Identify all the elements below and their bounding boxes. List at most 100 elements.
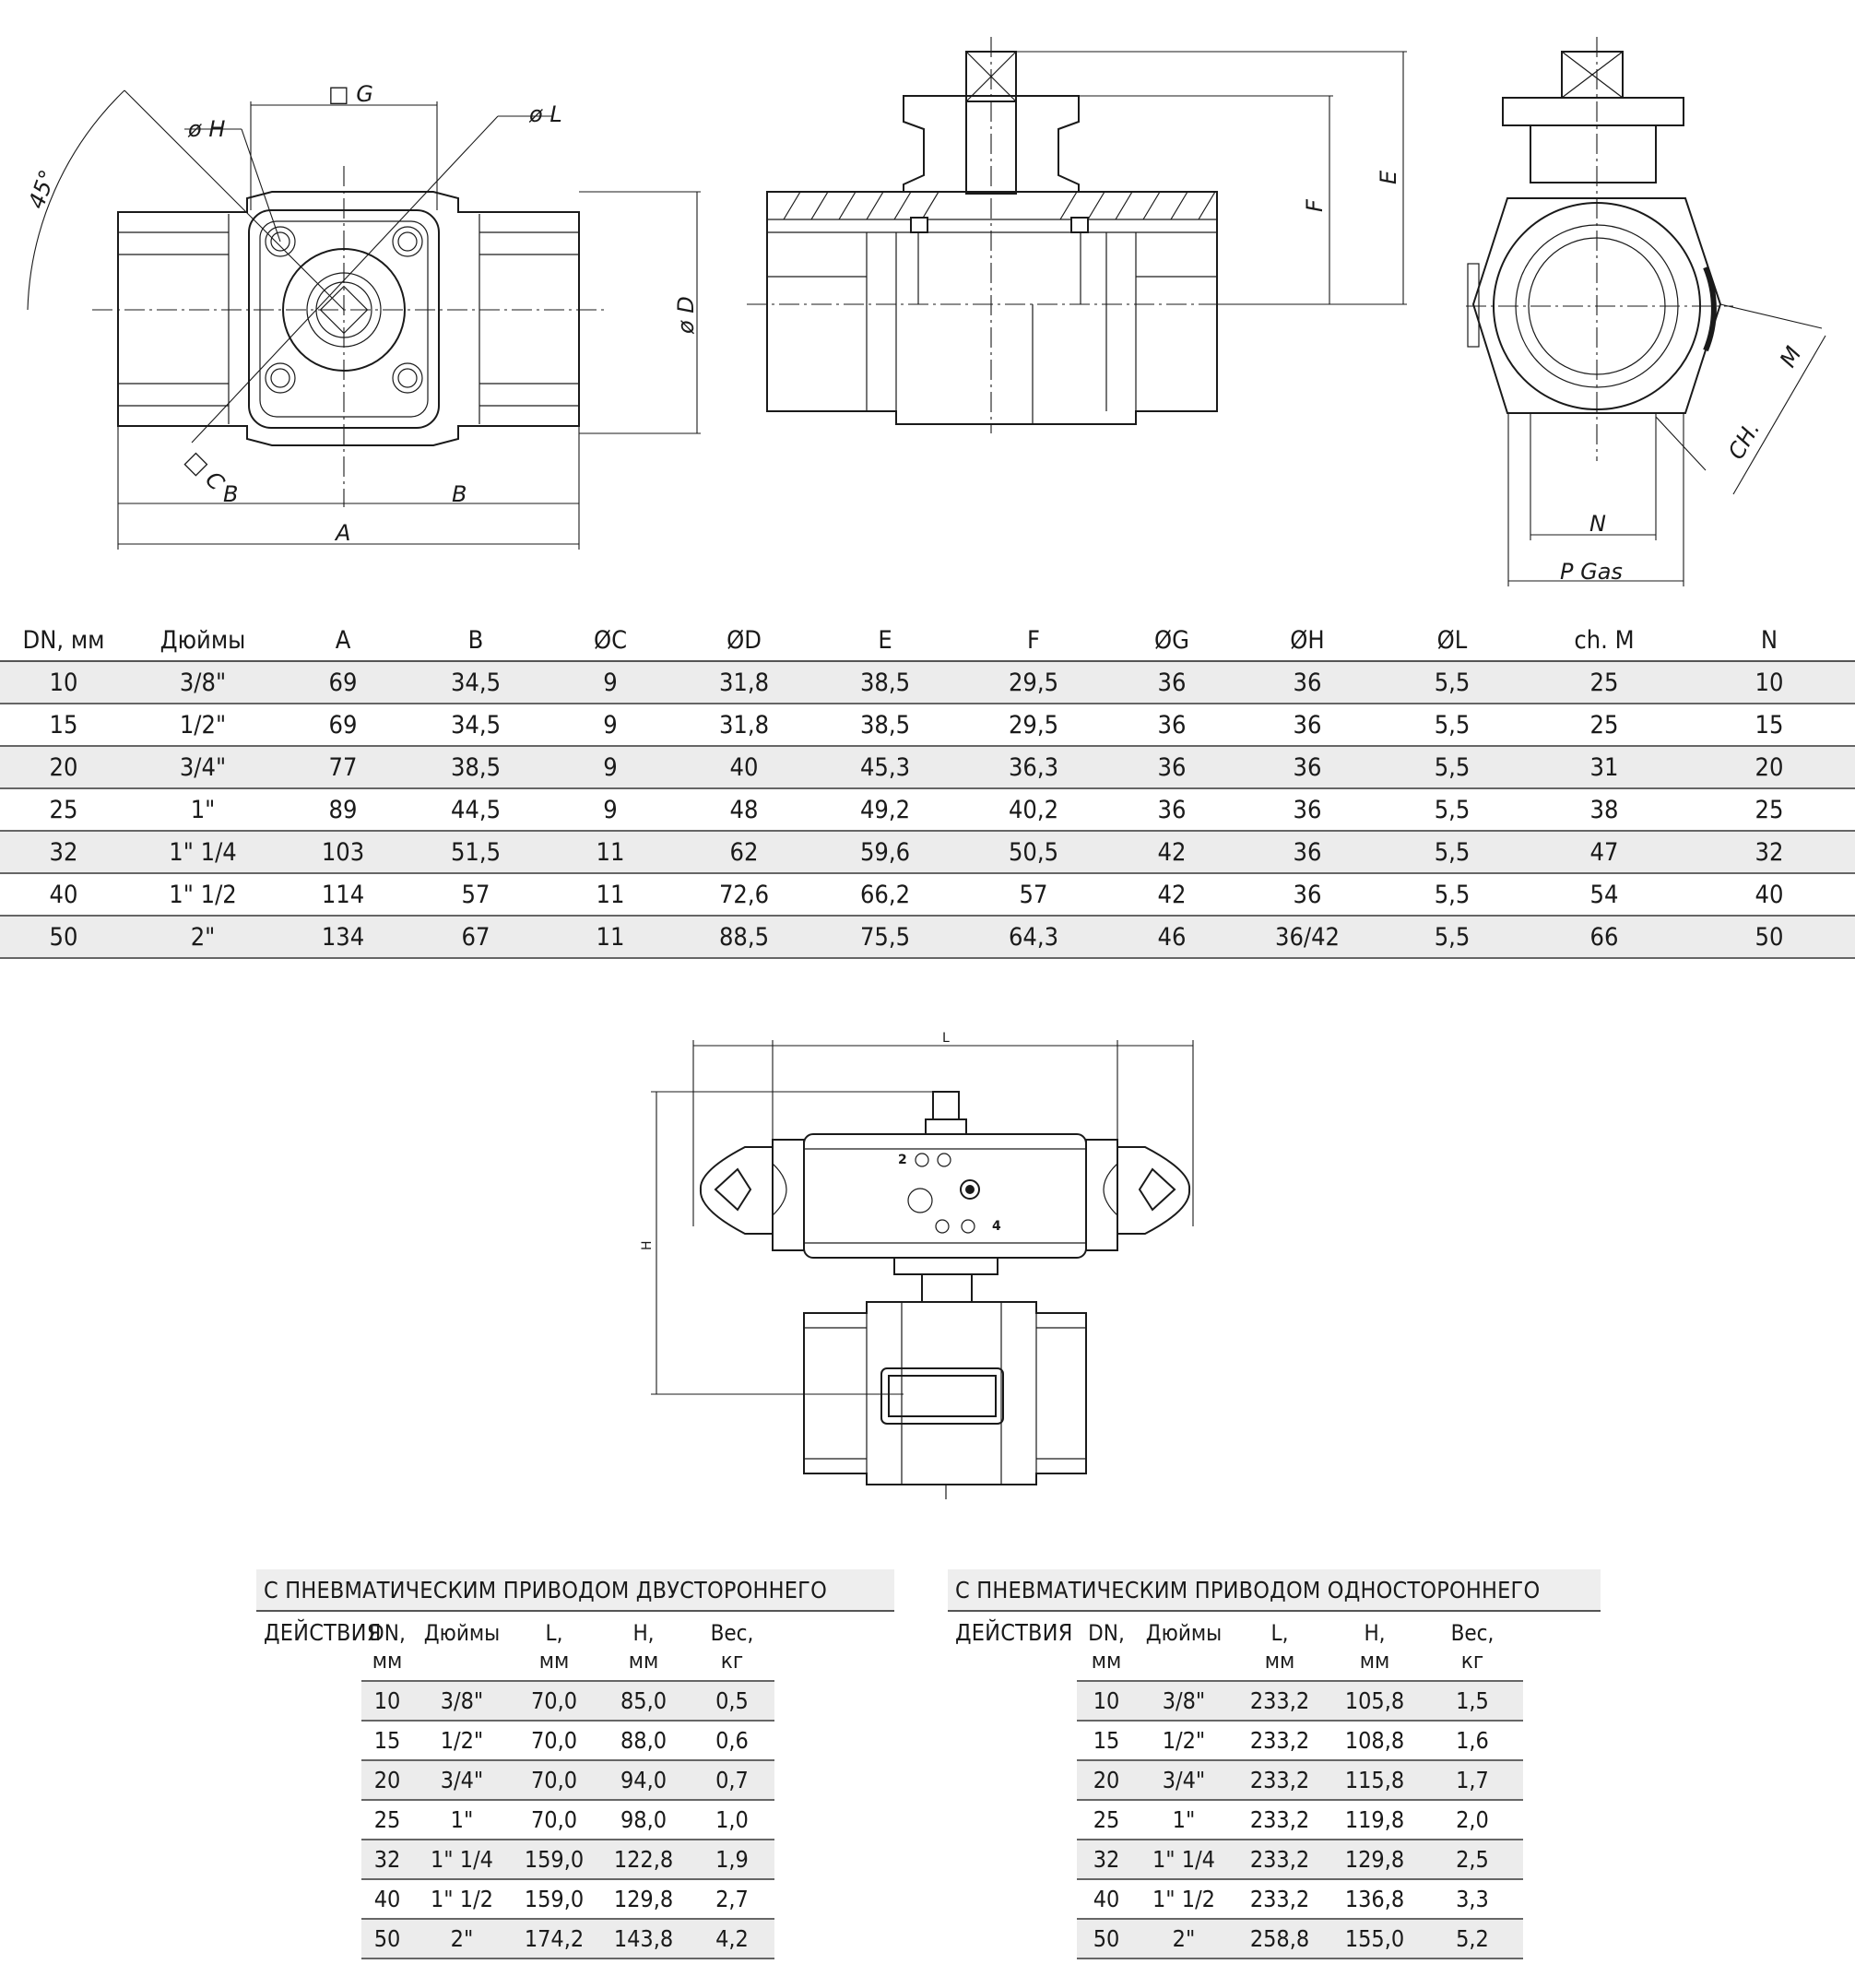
single-acting-table-cell: 1,6 bbox=[1422, 1721, 1523, 1761]
double-acting-table-cell: 1/2" bbox=[413, 1721, 511, 1761]
dimensions-table-cell: 114 bbox=[278, 873, 408, 917]
dimensions-table-cell: 5,5 bbox=[1379, 873, 1525, 917]
dimensions-table-cell: 9 bbox=[544, 704, 677, 747]
double-acting-table-cell: 3/8" bbox=[413, 1681, 511, 1722]
dimensions-table-cell: 29,5 bbox=[959, 704, 1108, 747]
dimensions-table-cell: 9 bbox=[544, 661, 677, 704]
sa-col-dn-unit: мм bbox=[1091, 1648, 1122, 1674]
dim-label-n: N bbox=[1589, 511, 1606, 537]
dimensions-table-cell: 34,5 bbox=[408, 704, 544, 747]
dimensions-table-cell: 45,3 bbox=[811, 746, 959, 789]
dimensions-table-cell: 36 bbox=[1108, 746, 1235, 789]
dimensions-table-cell: 11 bbox=[544, 916, 677, 959]
dimensions-table-cell: 5,5 bbox=[1379, 916, 1525, 959]
dimensions-table-cell: 1/2" bbox=[127, 704, 278, 747]
dimensions-table-cell: 36 bbox=[1235, 788, 1379, 832]
dimensions-table-cell: 54 bbox=[1525, 873, 1684, 917]
single-acting-section-title: С ПНЕВМАТИЧЕСКИМ ПРИВОДОМ ОДНОСТОРОННЕГО… bbox=[948, 1569, 1601, 1646]
dimensions-table-cell: 31 bbox=[1525, 746, 1684, 789]
dimensions-table-cell: 9 bbox=[544, 746, 677, 789]
dimensions-table-cell: 36/42 bbox=[1235, 916, 1379, 959]
dimensions-table-cell: 67 bbox=[408, 916, 544, 959]
single-acting-table-cell: 119,8 bbox=[1328, 1800, 1422, 1840]
single-acting-table-cell: 25 bbox=[1077, 1800, 1136, 1840]
double-acting-table-cell: 70,0 bbox=[511, 1721, 597, 1761]
dimensions-table-cell: 36 bbox=[1108, 661, 1235, 704]
dimensions-table-cell: 15 bbox=[1684, 704, 1855, 747]
dimensions-table-cell: 40 bbox=[677, 746, 811, 789]
double-acting-table-cell: 143,8 bbox=[597, 1919, 690, 1959]
dimensions-table-cell: 36 bbox=[1235, 831, 1379, 874]
da-col-inches: Дюймы bbox=[423, 1620, 501, 1646]
single-acting-table-cell: 1,5 bbox=[1422, 1681, 1523, 1722]
col-g: ØG bbox=[1108, 620, 1235, 662]
dimensions-table-cell: 2" bbox=[127, 916, 278, 959]
dimensions-table-cell: 62 bbox=[677, 831, 811, 874]
single-acting-table-cell: 2" bbox=[1136, 1919, 1232, 1959]
single-acting-table-cell: 115,8 bbox=[1328, 1760, 1422, 1801]
dim-label-b-left: B bbox=[223, 481, 238, 507]
double-acting-table-cell: 88,0 bbox=[597, 1721, 690, 1761]
dimensions-table-cell: 36 bbox=[1108, 704, 1235, 747]
double-acting-table-cell: 1,9 bbox=[690, 1840, 774, 1880]
single-acting-table-cell: 233,2 bbox=[1232, 1800, 1328, 1840]
single-acting-table-cell: 10 bbox=[1077, 1681, 1136, 1722]
dimensions-table-cell: 10 bbox=[0, 661, 127, 704]
dimensions-table-cell: 36 bbox=[1235, 746, 1379, 789]
single-acting-table-cell: 136,8 bbox=[1328, 1879, 1422, 1920]
double-acting-table-cell: 0,7 bbox=[690, 1760, 774, 1801]
col-f: F bbox=[959, 620, 1108, 662]
single-acting-table-cell: 2,5 bbox=[1422, 1840, 1523, 1880]
single-acting-table-cell: 1/2" bbox=[1136, 1721, 1232, 1761]
double-acting-table-cell: 25 bbox=[361, 1800, 413, 1840]
dimensions-table-cell: 40 bbox=[0, 873, 127, 917]
dimensions-table-cell: 38,5 bbox=[811, 704, 959, 747]
dim-label-e: E bbox=[1376, 170, 1401, 184]
double-acting-table-cell: 1" 1/2 bbox=[413, 1879, 511, 1920]
single-acting-table-cell: 40 bbox=[1077, 1879, 1136, 1920]
single-acting-table-cell: 1" 1/4 bbox=[1136, 1840, 1232, 1880]
double-acting-table-cell: 1,0 bbox=[690, 1800, 774, 1840]
double-acting-table-cell: 2" bbox=[413, 1919, 511, 1959]
dim-label-h: ø H bbox=[187, 116, 225, 142]
double-acting-table-cell: 2,7 bbox=[690, 1879, 774, 1920]
dimensions-table-cell: 57 bbox=[959, 873, 1108, 917]
port-label-2: 2 bbox=[898, 1153, 907, 1167]
dimensions-table-cell: 9 bbox=[544, 788, 677, 832]
single-acting-table-cell: 32 bbox=[1077, 1840, 1136, 1880]
single-acting-table-cell: 108,8 bbox=[1328, 1721, 1422, 1761]
dimensions-table-cell: 5,5 bbox=[1379, 831, 1525, 874]
dimensions-table-cell: 15 bbox=[0, 704, 127, 747]
double-acting-table-cell: 129,8 bbox=[597, 1879, 690, 1920]
double-acting-table-cell: 15 bbox=[361, 1721, 413, 1761]
dimensions-table-cell: 36 bbox=[1108, 788, 1235, 832]
dimensions-table-cell: 134 bbox=[278, 916, 408, 959]
sa-col-l-unit: мм bbox=[1264, 1648, 1295, 1674]
double-acting-table-cell: 0,5 bbox=[690, 1681, 774, 1722]
single-acting-table-cell: 258,8 bbox=[1232, 1919, 1328, 1959]
da-col-weight: Вес, bbox=[710, 1620, 754, 1646]
dimensions-table-cell: 77 bbox=[278, 746, 408, 789]
dim-label-actuator-l: L bbox=[942, 1031, 950, 1046]
double-acting-table-cell: 122,8 bbox=[597, 1840, 690, 1880]
dimensions-table-cell: 40 bbox=[1684, 873, 1855, 917]
single-acting-table-cell: 50 bbox=[1077, 1919, 1136, 1959]
valve-side-view-drawing: N P Gas M CH. bbox=[1466, 37, 1826, 586]
single-acting-table-cell: 2,0 bbox=[1422, 1800, 1523, 1840]
dimensions-table-cell: 44,5 bbox=[408, 788, 544, 832]
valve-section-view-drawing: F E bbox=[747, 37, 1407, 433]
dimensions-table-cell: 32 bbox=[0, 831, 127, 874]
dimensions-table-cell: 50,5 bbox=[959, 831, 1108, 874]
dimensions-table-cell: 38,5 bbox=[408, 746, 544, 789]
